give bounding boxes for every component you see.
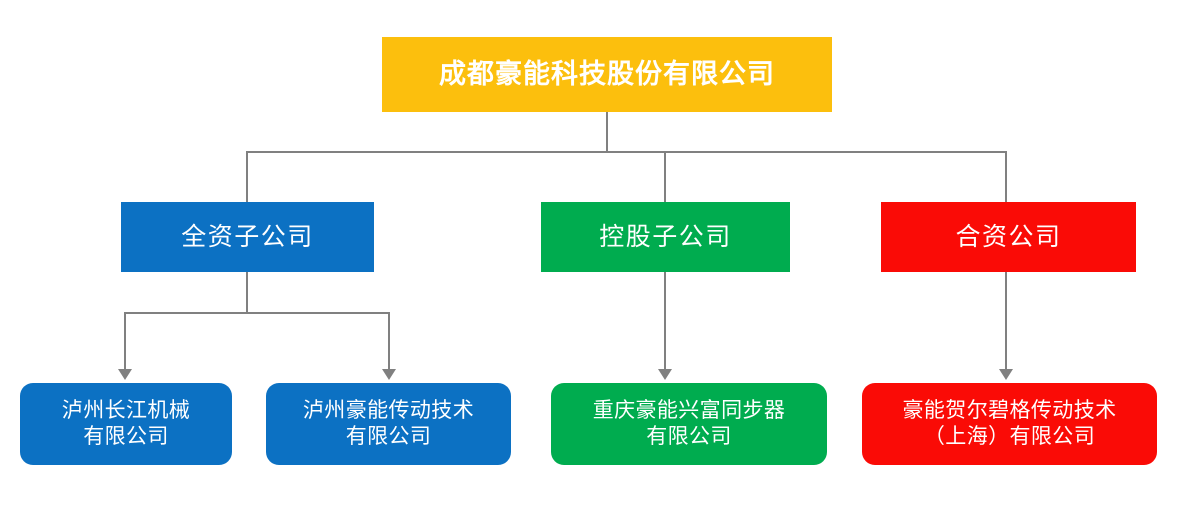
node-company-chongqing-xingfu-line2: 有限公司: [646, 425, 732, 448]
node-category-wholly-owned[interactable]: 全资子公司: [121, 202, 374, 272]
connector-wholly-owned-bus: [124, 312, 389, 314]
connector-to-luzhou-changjiang: [124, 312, 126, 370]
connector-bus-to-wholly-owned: [246, 151, 248, 203]
node-company-hoerbiger-shanghai-line2: （上海）有限公司: [923, 425, 1096, 448]
node-company-luzhou-haoneng-text: 泸州豪能传动技术 有限公司: [303, 398, 474, 449]
node-category-joint-venture-label: 合资公司: [955, 222, 1062, 251]
connector-bus-to-holding: [664, 151, 666, 203]
node-company-hoerbiger-shanghai-line1: 豪能贺尔碧格传动技术: [902, 399, 1117, 423]
connector-to-luzhou-haoneng: [388, 312, 390, 370]
node-company-luzhou-haoneng-line2: 有限公司: [345, 425, 432, 448]
connector-root-stem: [606, 112, 608, 152]
node-category-holding[interactable]: 控股子公司: [541, 202, 790, 272]
node-company-luzhou-changjiang-text: 泸州长江机械 有限公司: [62, 398, 190, 449]
node-company-luzhou-haoneng-line1: 泸州豪能传动技术: [302, 399, 475, 423]
arrowhead-hoerbiger-shanghai: [999, 369, 1013, 380]
arrowhead-luzhou-changjiang: [118, 369, 132, 380]
connector-to-hoerbiger-shanghai: [1005, 272, 1007, 370]
connector-to-chongqing-xingfu: [664, 272, 666, 370]
node-root-company[interactable]: 成都豪能科技股份有限公司: [382, 37, 832, 112]
node-company-chongqing-xingfu-line1: 重庆豪能兴富同步器: [592, 399, 786, 423]
node-category-holding-label: 控股子公司: [599, 222, 732, 251]
connector-bus-to-joint-venture: [1005, 151, 1007, 203]
node-company-hoerbiger-shanghai[interactable]: 豪能贺尔碧格传动技术 （上海）有限公司: [862, 383, 1157, 465]
node-company-luzhou-changjiang-line1: 泸州长江机械: [61, 399, 191, 423]
node-company-hoerbiger-shanghai-text: 豪能贺尔碧格传动技术 （上海）有限公司: [903, 398, 1117, 449]
connector-category-bus: [246, 151, 1007, 153]
arrowhead-chongqing-xingfu: [658, 369, 672, 380]
arrowhead-luzhou-haoneng: [382, 369, 396, 380]
node-root-company-label: 成都豪能科技股份有限公司: [439, 59, 775, 90]
node-category-joint-venture[interactable]: 合资公司: [881, 202, 1136, 272]
node-company-chongqing-xingfu-text: 重庆豪能兴富同步器 有限公司: [593, 398, 786, 449]
node-category-wholly-owned-label: 全资子公司: [181, 222, 314, 251]
node-company-luzhou-haoneng[interactable]: 泸州豪能传动技术 有限公司: [266, 383, 511, 465]
node-company-luzhou-changjiang-line2: 有限公司: [83, 425, 169, 448]
node-company-chongqing-xingfu[interactable]: 重庆豪能兴富同步器 有限公司: [551, 383, 827, 465]
node-company-luzhou-changjiang[interactable]: 泸州长江机械 有限公司: [20, 383, 232, 465]
connector-wholly-owned-stem: [246, 272, 248, 314]
